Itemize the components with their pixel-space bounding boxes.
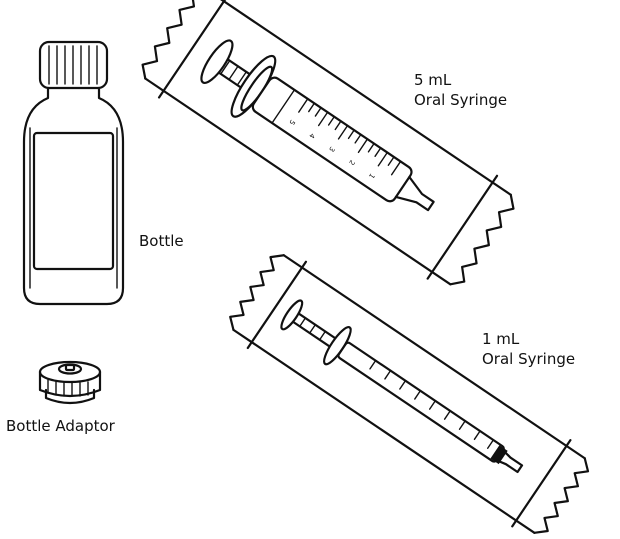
syringe-5ml-scale-4: 4 [307, 132, 316, 141]
syringe-5ml-package: 5 4 3 2 1 [141, 0, 515, 286]
bottle [22, 40, 125, 306]
syringe-1ml-label-size: 1 mL [482, 330, 520, 348]
bottle-cap [38, 40, 109, 90]
syringe-5ml-scale-3: 3 [327, 145, 336, 153]
syringe-5ml-scale-2: 2 [347, 158, 356, 166]
bottle-adaptor-label: Bottle Adaptor [6, 417, 115, 435]
bottle-adaptor [38, 360, 102, 405]
bottle-label: Bottle [139, 232, 184, 250]
syringe-5ml-label-size: 5 mL [414, 71, 452, 89]
syringe-5ml-label-name: Oral Syringe [414, 91, 508, 109]
syringe-1ml-package [229, 254, 590, 534]
syringe-1ml-label-name: Oral Syringe [482, 350, 576, 368]
syringe-5ml-scale-1: 1 [367, 172, 376, 180]
bottle-body [22, 86, 125, 306]
bottle-label-panel [32, 131, 115, 271]
syringe-5ml-scale-5: 5 [287, 118, 296, 126]
